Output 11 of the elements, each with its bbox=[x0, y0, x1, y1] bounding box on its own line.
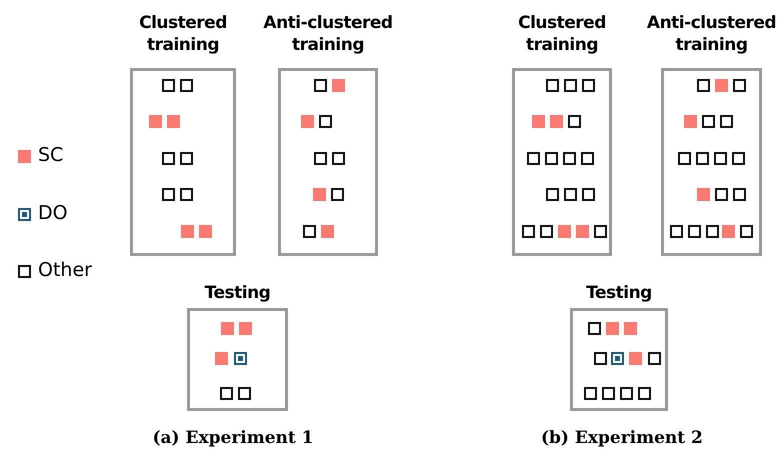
panel-title: Testing bbox=[204, 282, 272, 304]
subfigure-caption: (b) Experiment 2 bbox=[541, 428, 703, 448]
subfigure-caption: (a) Experiment 1 bbox=[152, 428, 314, 448]
legend-label: DO bbox=[38, 202, 68, 224]
panel-title: Clustered training bbox=[517, 12, 607, 56]
legend-label: SC bbox=[38, 144, 64, 166]
panel-title: Testing bbox=[585, 282, 653, 304]
panel-title: Clustered training bbox=[138, 12, 228, 56]
panel-title: Anti-clustered training bbox=[646, 12, 778, 56]
legend-label: Other bbox=[38, 259, 92, 281]
panel-title: Anti-clustered training bbox=[262, 12, 394, 56]
